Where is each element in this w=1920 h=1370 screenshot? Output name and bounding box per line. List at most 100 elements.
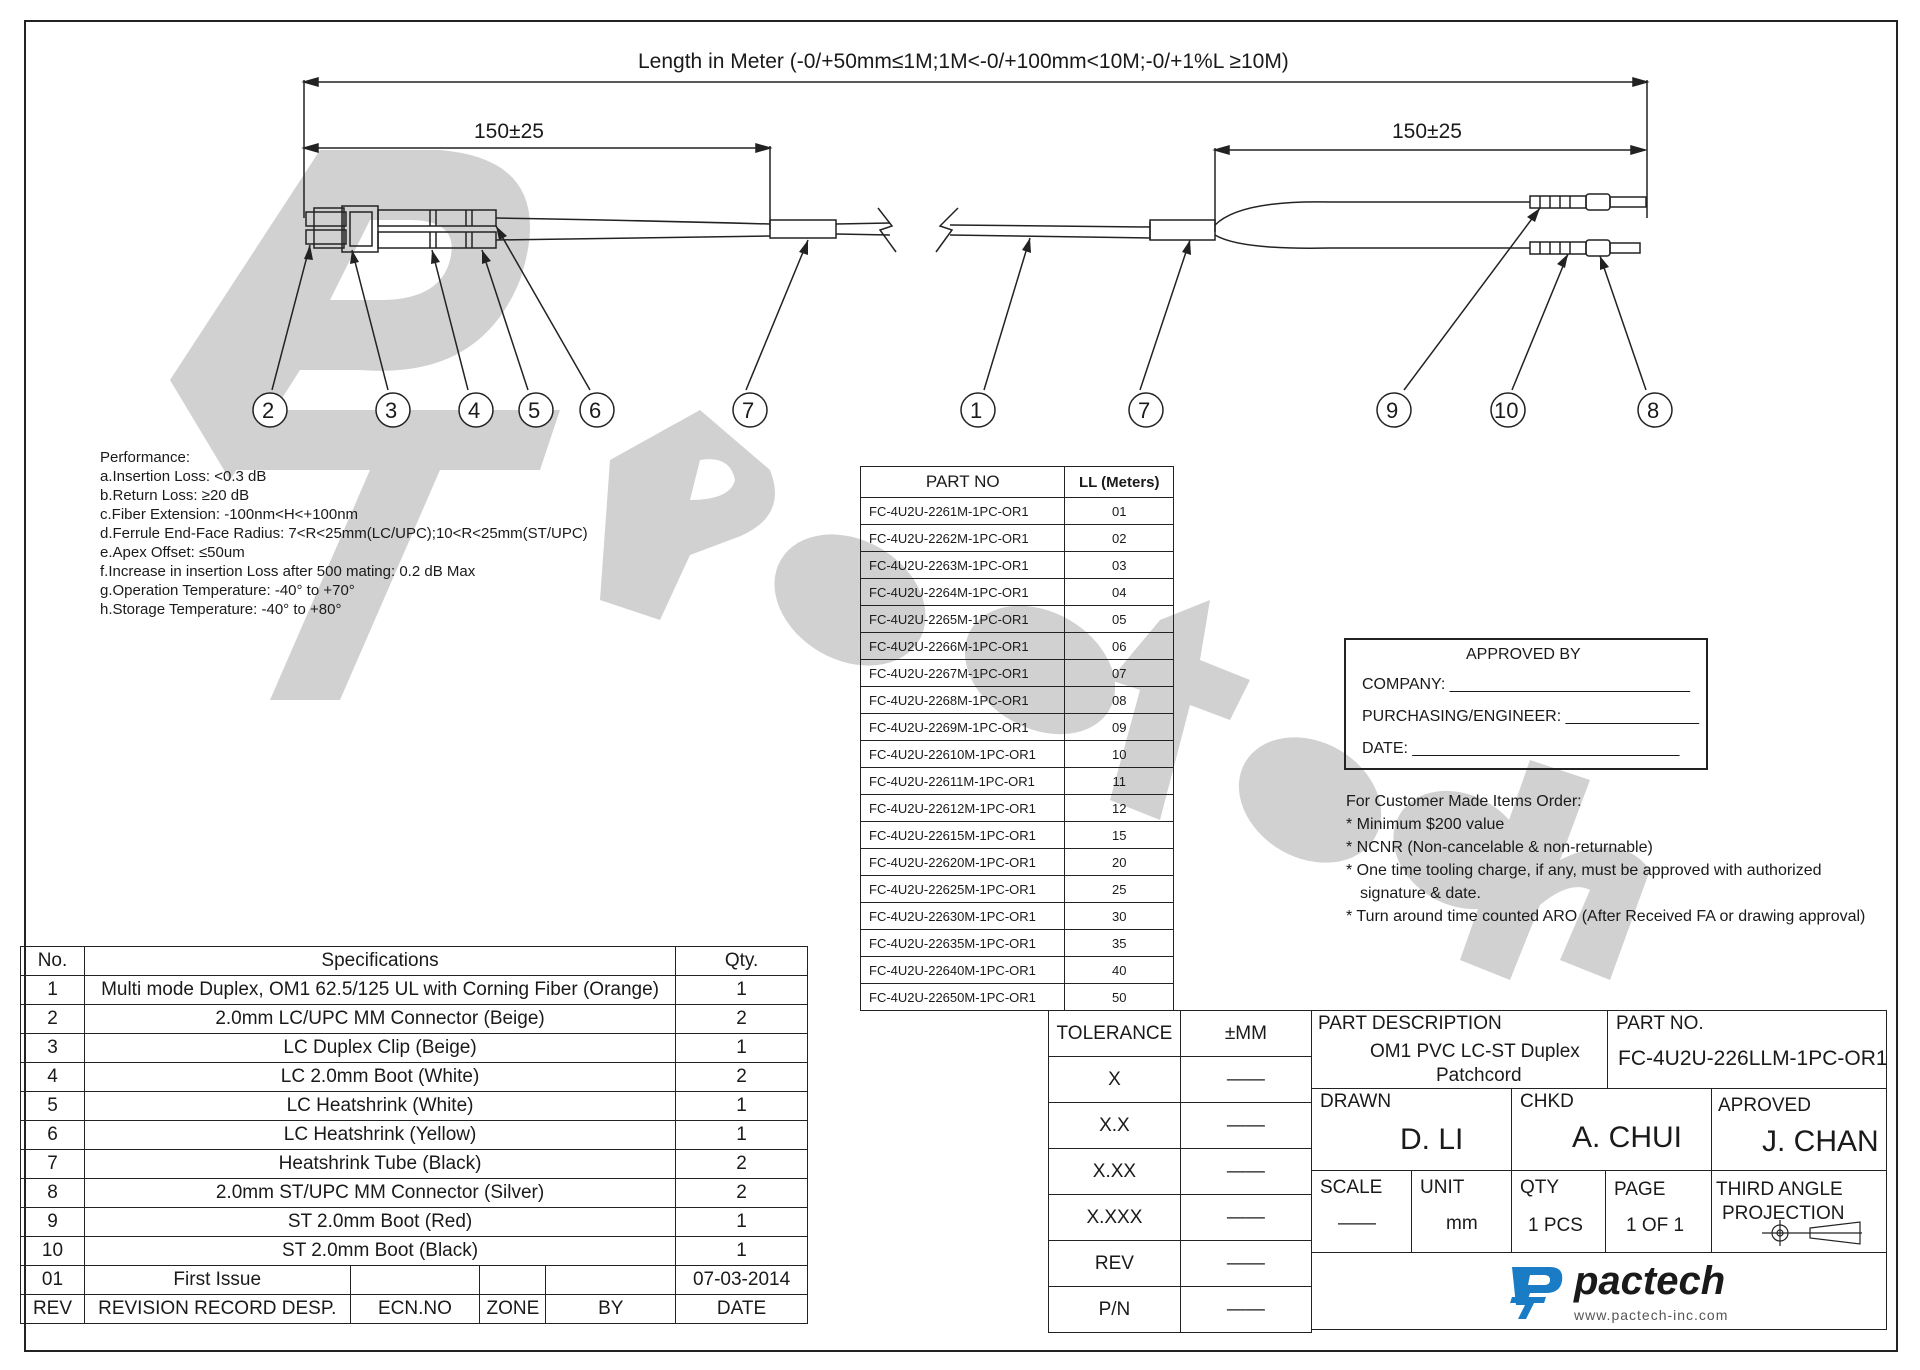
spec-qty: 1 xyxy=(675,975,808,1005)
spec-no: 8 xyxy=(20,1178,85,1208)
part-number: FC-4U2U-22615M-1PC-OR1 xyxy=(859,821,1066,849)
part-number: FC-4U2U-2269M-1PC-OR1 xyxy=(859,713,1066,741)
part-description-cell: PART DESCRIPTION OM1 PVC LC-ST Duplex Pa… xyxy=(1312,1011,1608,1089)
tolerance-value: —— xyxy=(1179,1286,1313,1333)
checked-label: CHKD xyxy=(1520,1091,1574,1112)
tolerance-unit-header: ±MM xyxy=(1179,1010,1313,1057)
drawn-cell: DRAWN D. LI xyxy=(1312,1089,1512,1171)
spec-no: 7 xyxy=(20,1149,85,1179)
title-block: PART DESCRIPTION OM1 PVC LC-ST Duplex Pa… xyxy=(1311,1010,1888,1330)
spec-no: 6 xyxy=(20,1120,85,1150)
customer-notes: For Customer Made Items Order: * Minimum… xyxy=(1346,790,1865,928)
drawn-value: D. LI xyxy=(1400,1123,1464,1156)
spec-description: LC 2.0mm Boot (White) xyxy=(83,1062,677,1092)
spec-qty: 2 xyxy=(675,1178,808,1208)
tolerance-value: —— xyxy=(1179,1194,1313,1241)
tolerance-value: —— xyxy=(1179,1148,1313,1195)
part-description-label: PART DESCRIPTION xyxy=(1318,1013,1502,1034)
tolerance-label: REV xyxy=(1048,1240,1181,1287)
spec-description: ST 2.0mm Boot (Black) xyxy=(83,1236,677,1266)
spec-no: 10 xyxy=(20,1236,85,1266)
date-label: DATE: xyxy=(1362,740,1408,757)
revision-by xyxy=(545,1265,677,1295)
note-item: * One time tooling charge, if any, must … xyxy=(1346,862,1822,879)
revision-date: 07-03-2014 xyxy=(675,1265,808,1295)
part-number: FC-4U2U-22625M-1PC-OR1 xyxy=(859,875,1066,903)
performance-item: f.Increase in insertion Loss after 500 m… xyxy=(100,563,476,580)
qty-label: QTY xyxy=(1520,1177,1560,1198)
callout-5: 5 xyxy=(528,398,541,423)
part-number: FC-4U2U-22612M-1PC-OR1 xyxy=(859,794,1066,822)
part-length: 02 xyxy=(1064,524,1174,552)
tolerance-row: X.X—— xyxy=(1048,1102,1313,1149)
part-number: FC-4U2U-2264M-1PC-OR1 xyxy=(859,578,1066,606)
spec-qty-header: Qty. xyxy=(675,946,808,976)
purchasing-label: PURCHASING/ENGINEER: xyxy=(1362,708,1562,725)
right-breakout-label: 150±25 xyxy=(1392,120,1462,143)
pactech-logo-icon xyxy=(1510,1267,1563,1319)
tolerance-label: X.XXX xyxy=(1048,1194,1181,1241)
approval-company: COMPANY: ___________________________ xyxy=(1362,676,1690,693)
part-length: 20 xyxy=(1064,848,1174,876)
part-length: 01 xyxy=(1064,497,1174,525)
qty-value: 1 PCS xyxy=(1528,1215,1583,1236)
tolerance-label: X xyxy=(1048,1056,1181,1103)
part-no-header: PART NO xyxy=(859,466,1066,498)
part-length: 07 xyxy=(1064,659,1174,687)
part-number: FC-4U2U-2261M-1PC-OR1 xyxy=(859,497,1066,525)
part-number: FC-4U2U-2267M-1PC-OR1 xyxy=(859,659,1066,687)
part-number: FC-4U2U-22620M-1PC-OR1 xyxy=(859,848,1066,876)
part-number: FC-4U2U-2265M-1PC-OR1 xyxy=(859,605,1066,633)
part-number: FC-4U2U-22630M-1PC-OR1 xyxy=(859,902,1066,930)
checked-value: A. CHUI xyxy=(1572,1121,1683,1154)
approval-title: APPROVED BY xyxy=(1466,646,1581,663)
scale-value: —— xyxy=(1338,1213,1376,1234)
approval-box: APPROVED BY COMPANY: ___________________… xyxy=(1344,638,1708,770)
performance-heading: Performance: xyxy=(100,449,191,466)
qty-cell: QTY 1 PCS xyxy=(1512,1171,1606,1253)
part-no-label: PART NO. xyxy=(1616,1013,1704,1034)
callout-10: 10 xyxy=(1494,398,1519,423)
part-number: FC-4U2U-2263M-1PC-OR1 xyxy=(859,551,1066,579)
performance-item: e.Apex Offset: ≤50um xyxy=(100,544,245,561)
performance-item: c.Fiber Extension: -100nm<H<+100nm xyxy=(100,506,359,523)
spec-no: 3 xyxy=(20,1033,85,1063)
tolerance-row: REV—— xyxy=(1048,1240,1313,1287)
tolerance-label: X.XX xyxy=(1048,1148,1181,1195)
callout-8: 8 xyxy=(1647,398,1660,423)
tolerance-table: TOLERANCE ±MM X——X.X——X.XX——X.XXX——REV——… xyxy=(1048,1010,1313,1333)
checked-cell: CHKD A. CHUI xyxy=(1512,1089,1712,1171)
part-number: FC-4U2U-22610M-1PC-OR1 xyxy=(859,740,1066,768)
part-number: FC-4U2U-22640M-1PC-OR1 xyxy=(859,956,1066,984)
callout-7-left: 7 xyxy=(742,398,755,423)
logo-text: pactech xyxy=(1574,1259,1726,1303)
part-number: FC-4U2U-2268M-1PC-OR1 xyxy=(859,686,1066,714)
callout-3: 3 xyxy=(385,398,398,423)
part-number-table: PART NO LL (Meters) FC-4U2U-2261M-1PC-OR… xyxy=(859,466,1174,1011)
revision-desc: First Issue xyxy=(83,1265,351,1295)
spec-description: LC Heatshrink (Yellow) xyxy=(83,1120,677,1150)
spec-description: ST 2.0mm Boot (Red) xyxy=(83,1207,677,1237)
scale-label: SCALE xyxy=(1320,1177,1383,1198)
callout-6: 6 xyxy=(589,398,602,423)
spec-no: 5 xyxy=(20,1091,85,1121)
callout-7-right: 7 xyxy=(1138,398,1151,423)
rev-header: REV xyxy=(20,1294,85,1324)
company-logo-area: pactech www.pactech-inc.com xyxy=(1312,1253,1886,1329)
spec-qty: 2 xyxy=(675,1004,808,1034)
note-item: * Minimum $200 value xyxy=(1346,816,1505,833)
